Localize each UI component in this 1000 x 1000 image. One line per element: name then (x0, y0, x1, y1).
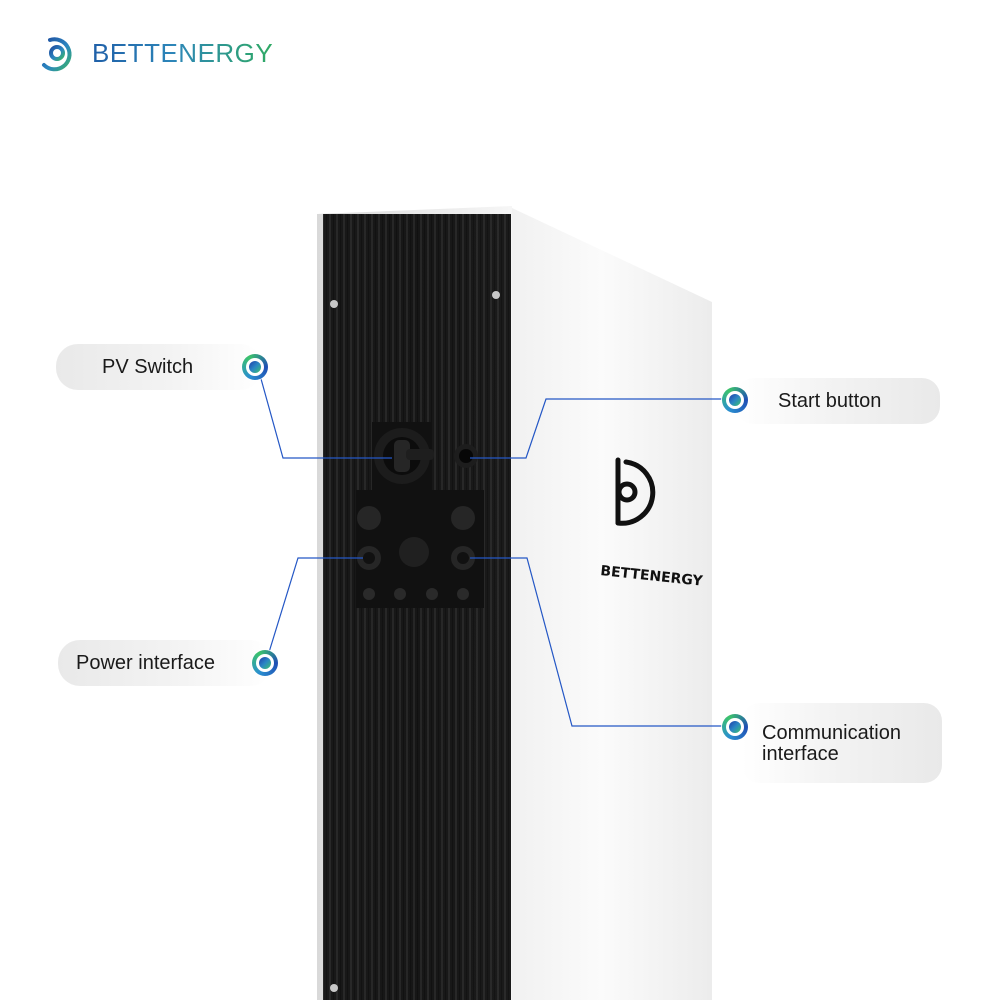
callout-start-button: Start button (736, 378, 940, 424)
power-interface-ports (357, 506, 475, 570)
communication-interface-line1: Communication (762, 722, 901, 744)
location-pin-icon (242, 354, 268, 380)
communication-interface-label: Communication interface (762, 723, 901, 765)
location-pin-icon (722, 714, 748, 740)
screw-icon (330, 984, 338, 992)
start-button-label: Start button (778, 389, 882, 412)
callout-pv-switch: PV Switch (56, 344, 262, 390)
screw-icon (492, 291, 500, 299)
communication-interface-ports (363, 588, 469, 600)
pv-switch-knob (374, 428, 434, 484)
power-interface-label: Power interface (76, 651, 215, 674)
brand-header: BETTENERGY (34, 30, 273, 76)
brand-name: BETTENERGY (92, 37, 274, 68)
callout-power-interface: Power interface (58, 640, 272, 686)
leader-lines (257, 367, 732, 727)
battery-cabinet: BETTENERGY (317, 206, 712, 1000)
callout-communication-interface: Communication interface (742, 703, 942, 783)
location-pin-icon (252, 650, 278, 676)
communication-interface-line2: interface (762, 743, 839, 765)
start-button-port (454, 444, 478, 468)
bettenergy-logo-icon (37, 36, 72, 73)
location-pin-icon (722, 387, 748, 413)
cabinet-side-panel (512, 208, 712, 1000)
pv-switch-label: PV Switch (102, 355, 194, 378)
side-logo-icon (615, 457, 656, 526)
screw-icon (330, 300, 338, 308)
